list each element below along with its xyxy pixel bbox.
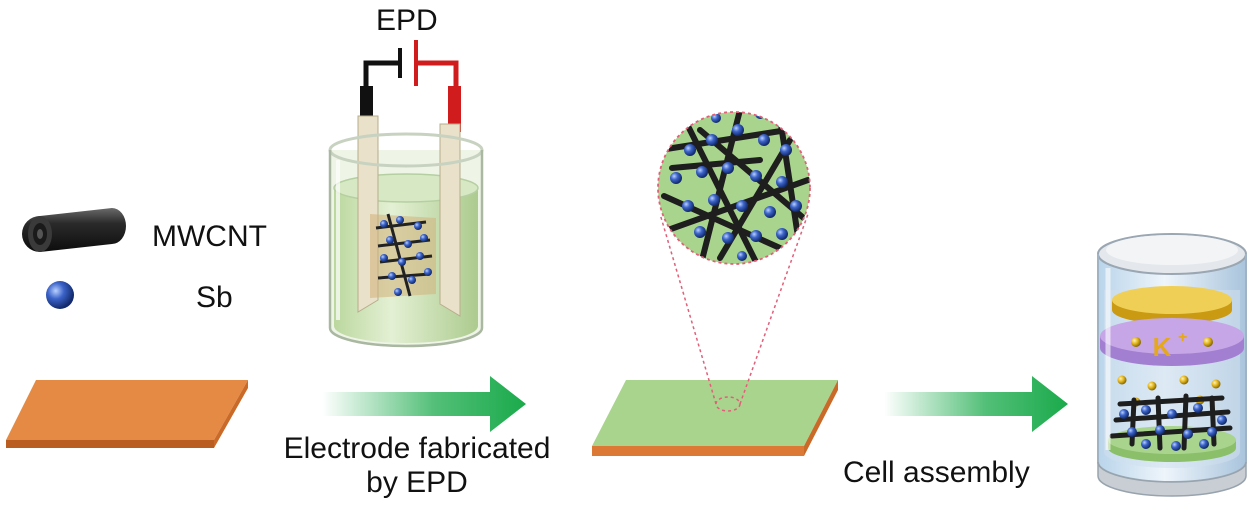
copper-foil	[6, 380, 248, 448]
sb-label: Sb	[196, 281, 233, 314]
k-ion-superscript: +	[1178, 329, 1187, 346]
epd-label: EPD	[376, 4, 438, 37]
step-electrode-fabrication-label: Electrode fabricated by EPD	[262, 432, 572, 500]
k-ion-text: K	[1153, 332, 1172, 362]
separator	[1100, 318, 1244, 366]
step1-line1: Electrode fabricated	[283, 432, 551, 465]
mwcnt-legend-icon	[22, 208, 126, 252]
microstructure-inset	[657, 111, 811, 265]
process-arrow-1	[322, 376, 526, 432]
process-arrow-2	[884, 376, 1068, 432]
potassium-electrode	[1112, 286, 1232, 324]
zoom-indicator	[659, 213, 809, 412]
potassium-ion-label: K +	[1153, 329, 1188, 362]
sb-legend-icon	[46, 281, 74, 309]
mwcnt-label: MWCNT	[152, 220, 267, 253]
step-cell-assembly-label: Cell assembly	[843, 456, 1030, 489]
step1-line2: by EPD	[366, 466, 468, 499]
anode-network	[1108, 393, 1236, 462]
epd-beaker	[328, 115, 484, 348]
coated-electrode	[592, 380, 838, 456]
potassium-ions	[1117, 337, 1221, 407]
